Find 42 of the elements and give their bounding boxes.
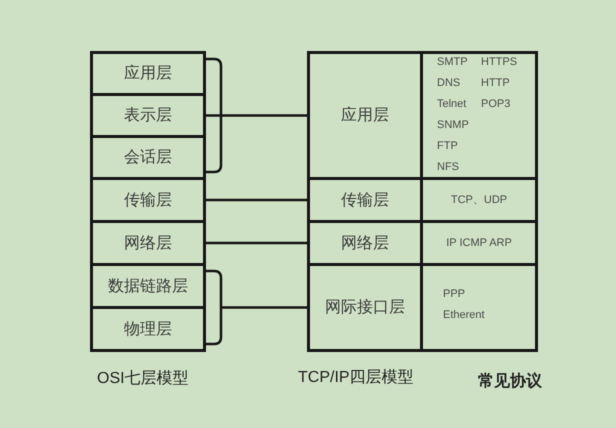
connector-line (206, 198, 307, 202)
layer-box (90, 177, 206, 223)
layer-box (90, 135, 206, 180)
layer-box (307, 51, 423, 180)
layer-name: 传输层 (341, 190, 389, 210)
protocol-name: PPP (443, 288, 466, 301)
protocol-name: Telnet (437, 98, 466, 111)
layer-box (90, 306, 206, 352)
layer-name: 应用层 (124, 64, 172, 83)
protocol-name: FTP (437, 140, 458, 153)
protocol-name: IP ICMP ARP (445, 236, 513, 250)
layer-box (90, 263, 206, 309)
layer-box (90, 93, 206, 138)
column-caption: 常见协议 (478, 372, 542, 392)
protocol-name: DNS (437, 77, 460, 90)
protocol-cell (420, 263, 538, 352)
protocol-name: Etherent (443, 309, 485, 322)
layer-name: 网际接口层 (325, 298, 405, 317)
layer-name: 物理层 (124, 320, 172, 338)
protocol-name: POP3 (481, 98, 510, 111)
column-caption: TCP/IP四层模型 (298, 368, 414, 388)
layer-name: 传输层 (124, 190, 172, 210)
protocol-name: HTTP (481, 77, 510, 90)
protocol-name: HTTPS (481, 56, 518, 69)
connector-line (206, 242, 307, 244)
layer-name: 应用层 (341, 106, 389, 125)
protocol-name: SMTP (437, 56, 468, 69)
layer-name: 会话层 (124, 148, 172, 167)
layer-box (307, 263, 423, 352)
layer-name: 网络层 (124, 234, 172, 252)
protocol-name: SNMP (437, 119, 469, 132)
bracket-connector (204, 270, 308, 346)
layer-box (90, 51, 206, 96)
layer-name: 网络层 (341, 234, 389, 252)
protocol-cell (420, 51, 538, 180)
column-caption: OSI七层模型 (97, 369, 189, 389)
protocol-name: NFS (437, 161, 459, 174)
bracket-connector (204, 58, 308, 174)
layer-box (90, 220, 206, 266)
layer-name: 数据链路层 (108, 276, 188, 296)
layer-name: 表示层 (124, 106, 172, 125)
protocol-name: TCP、UDP (450, 194, 508, 206)
